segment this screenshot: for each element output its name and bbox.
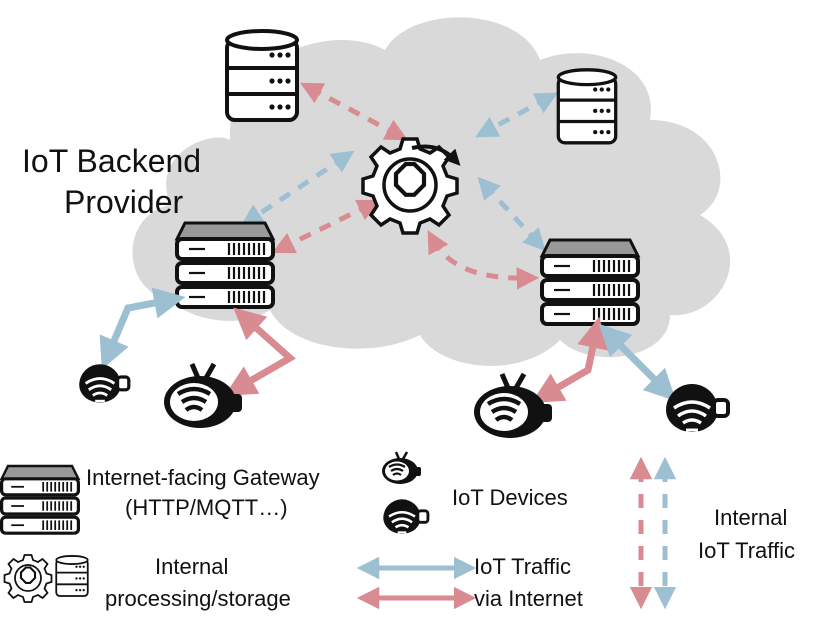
wifi-device-icon — [664, 382, 730, 434]
internal-arrow-gear-db-right — [475, 92, 558, 138]
server-icon — [540, 238, 640, 326]
gear-rotation-arrow — [411, 144, 461, 166]
tv-device-icon — [164, 364, 242, 428]
legend-internal-traffic-line2: IoT Traffic — [698, 538, 795, 563]
legend-wifi-device-icon — [381, 497, 430, 536]
legend-gear-icon — [3, 554, 53, 603]
internal-arrow-gear-gateway-right-red — [427, 230, 540, 290]
internet-arrow-right-wifi — [598, 323, 677, 402]
internet-arrow-left-tv — [224, 307, 296, 396]
legend-gateway-line2: (HTTP/MQTT…) — [125, 495, 288, 520]
server-icon — [175, 221, 275, 309]
internet-arrow-left-wifi — [99, 287, 186, 370]
tv-device-icon — [474, 374, 552, 438]
wifi-device-icon — [77, 362, 131, 405]
legend-internal-traffic-line1: Internal — [714, 505, 787, 530]
legend-internal-line1: Internal — [155, 554, 228, 579]
legend-database-icon — [55, 555, 89, 597]
internal-arrow-gear-gateway-left-red — [271, 199, 381, 254]
legend-devices-label: IoT Devices — [452, 485, 568, 510]
internal-arrow-gear-gateway-left — [240, 150, 355, 227]
legend-gateway-line1: Internet-facing Gateway — [86, 465, 320, 490]
database-icon — [556, 68, 618, 145]
internal-arrow-db-gear — [300, 82, 408, 141]
cloud-title-line1: IoT Backend — [22, 143, 201, 179]
legend-traffic-line1: IoT Traffic — [474, 554, 571, 579]
legend-traffic-line2: via Internet — [474, 586, 583, 611]
internet-arrow-right-tv — [531, 316, 609, 403]
database-icon — [225, 29, 299, 122]
gear-icon — [361, 137, 459, 235]
legend-internal-line2: processing/storage — [105, 586, 291, 611]
legend-tv-device-icon — [380, 450, 423, 486]
cloud-title-line2: Provider — [64, 184, 184, 220]
legend-server-icon — [0, 464, 81, 535]
